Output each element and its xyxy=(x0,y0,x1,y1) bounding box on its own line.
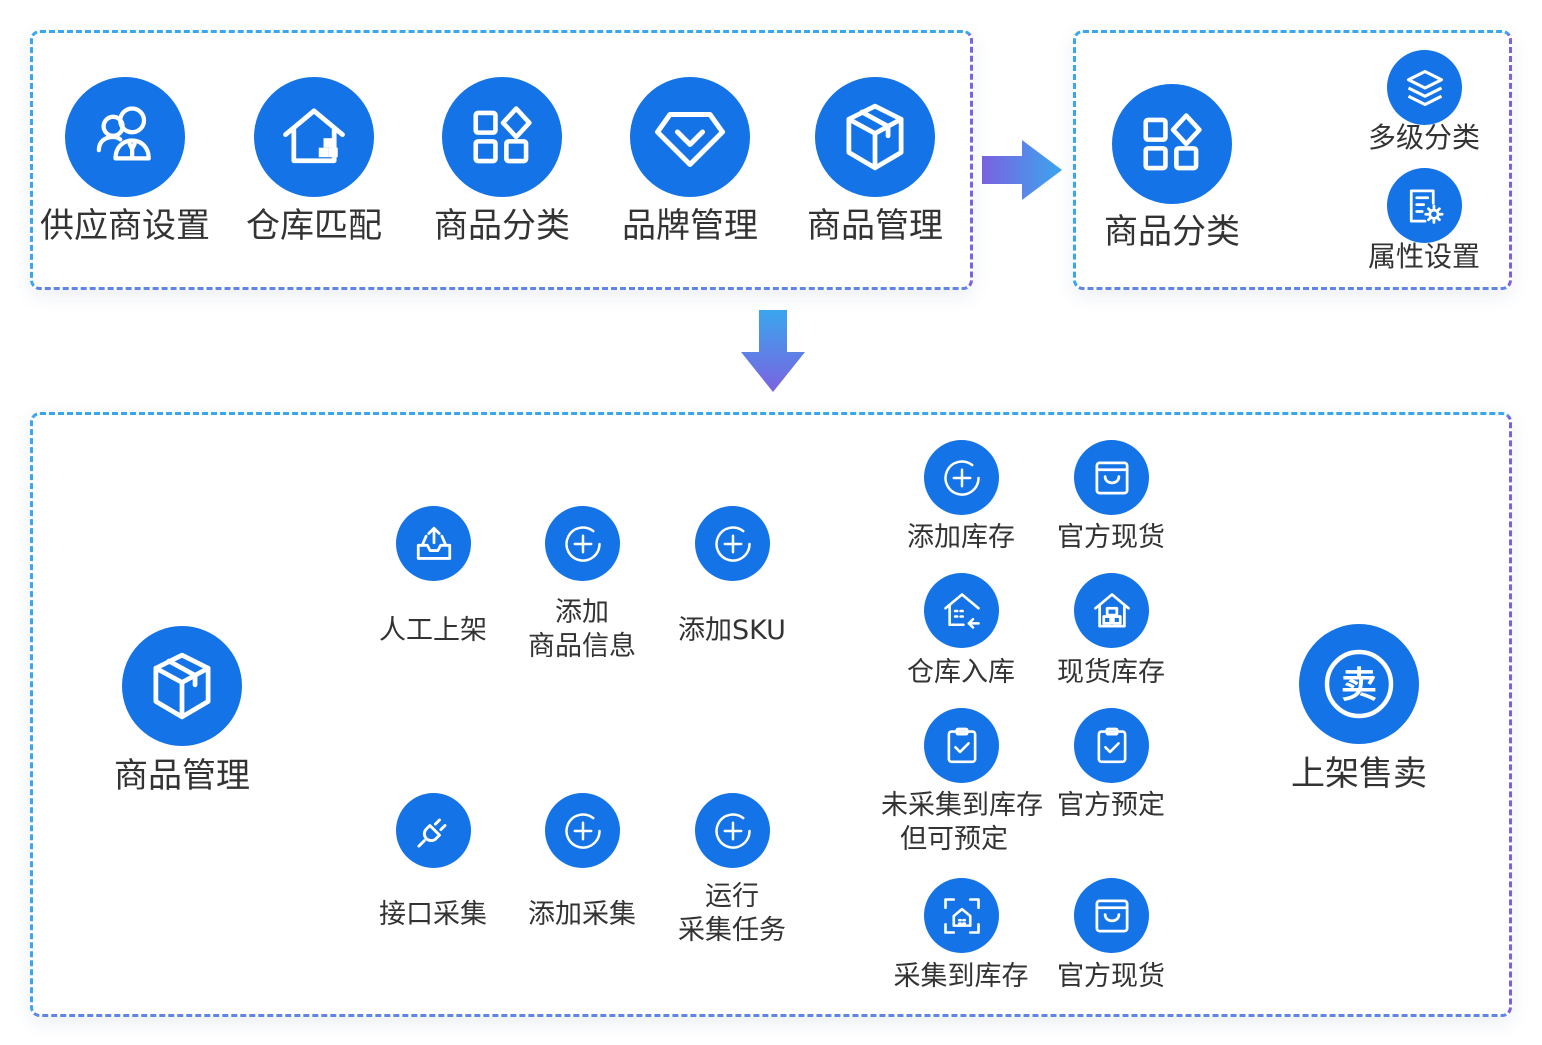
add-goods-info-line-1: 添加 xyxy=(555,597,609,628)
category-grid-icon xyxy=(1143,113,1202,171)
warehouse-icon xyxy=(283,108,345,164)
category-grid-icon xyxy=(473,106,532,164)
official-spot-label-2: 官方现货 xyxy=(1057,961,1165,992)
add-sku-node[interactable] xyxy=(695,506,770,581)
category-root-node[interactable] xyxy=(1112,84,1232,204)
official-spot-node-1[interactable] xyxy=(1074,440,1149,515)
add-collect-label: 添加采集 xyxy=(528,899,636,930)
box-icon xyxy=(846,103,904,171)
warehouse-inbound-label: 仓库入库 xyxy=(907,657,1015,688)
run-collect-task-line-2: 采集任务 xyxy=(678,915,786,946)
category-node[interactable] xyxy=(442,77,562,197)
shopping-bag-icon xyxy=(1095,899,1128,932)
warehouse-match-node[interactable] xyxy=(254,77,374,197)
run-collect-task-line-1: 运行 xyxy=(705,881,759,912)
brand-node[interactable] xyxy=(630,77,750,197)
category-label: 商品分类 xyxy=(434,206,570,246)
plus-circle-icon xyxy=(714,525,751,562)
clipboard-check-icon xyxy=(1097,727,1126,763)
goods-flow-panel xyxy=(30,412,1512,1017)
category-root-label: 商品分类 xyxy=(1104,212,1240,252)
add-goods-info-node[interactable] xyxy=(545,506,620,581)
shopping-bag-icon xyxy=(1095,461,1128,494)
list-for-sale-label: 上架售卖 xyxy=(1291,754,1427,794)
run-collect-task-node[interactable] xyxy=(695,793,770,868)
manual-listing-label: 人工上架 xyxy=(379,615,487,646)
warehouse-match-label: 仓库匹配 xyxy=(246,206,382,246)
multilevel-category-node[interactable] xyxy=(1387,50,1462,125)
preorder-source-label: 未采集到库存 但可预定 xyxy=(862,789,1062,857)
goods-node-top[interactable] xyxy=(815,77,935,197)
spot-stock-node[interactable] xyxy=(1074,573,1149,648)
plus-circle-icon xyxy=(943,459,980,496)
clipboard-check-icon xyxy=(947,727,976,763)
sell-badge-glyph: 卖 xyxy=(1341,665,1377,706)
supplier-settings-node[interactable] xyxy=(65,77,185,197)
manual-listing-node[interactable] xyxy=(396,506,471,581)
plus-circle-icon xyxy=(564,812,601,849)
add-stock-label: 添加库存 xyxy=(907,522,1015,553)
settings-document-icon xyxy=(1409,189,1444,224)
goods-root-label: 商品管理 xyxy=(114,756,250,796)
home-goods-icon xyxy=(1093,592,1130,627)
spot-stock-label: 现货库存 xyxy=(1057,657,1165,688)
warehouse-inbound-icon xyxy=(943,592,980,629)
list-for-sale-node[interactable]: 卖 xyxy=(1299,624,1419,744)
inbox-upload-icon xyxy=(416,526,451,560)
scan-building-icon xyxy=(943,897,980,934)
warehouse-inbound-node[interactable] xyxy=(924,573,999,648)
collected-stock-node[interactable] xyxy=(924,878,999,953)
attribute-settings-node[interactable] xyxy=(1387,168,1462,243)
add-stock-node[interactable] xyxy=(924,440,999,515)
sell-badge-icon: 卖 xyxy=(1324,649,1394,719)
supplier-settings-label: 供应商设置 xyxy=(40,206,210,246)
add-collect-node[interactable] xyxy=(545,793,620,868)
preorder-source-line-1: 未采集到库存 xyxy=(881,790,1043,821)
goods-root-node[interactable] xyxy=(122,626,242,746)
collected-stock-label: 采集到库存 xyxy=(893,961,1029,992)
box-icon xyxy=(153,652,211,720)
plus-circle-icon xyxy=(714,812,751,849)
add-goods-info-label: 添加 商品信息 xyxy=(512,596,652,664)
api-collect-node[interactable] xyxy=(396,793,471,868)
brand-label: 品牌管理 xyxy=(622,206,758,246)
official-spot-node-2[interactable] xyxy=(1074,878,1149,953)
diamond-icon xyxy=(655,112,725,167)
layers-icon xyxy=(1406,69,1443,106)
api-collect-label: 接口采集 xyxy=(379,899,487,930)
official-spot-label-1: 官方现货 xyxy=(1057,522,1165,553)
add-sku-label: 添加SKU xyxy=(678,615,786,646)
goods-label-top: 商品管理 xyxy=(807,206,943,246)
official-preorder-node[interactable] xyxy=(1074,708,1149,783)
attribute-settings-label: 属性设置 xyxy=(1367,240,1480,273)
multilevel-category-label: 多级分类 xyxy=(1367,121,1480,154)
preorder-source-node[interactable] xyxy=(924,708,999,783)
official-preorder-label: 官方预定 xyxy=(1057,790,1165,821)
add-goods-info-line-2: 商品信息 xyxy=(528,631,636,662)
preorder-source-line-2: 但可预定 xyxy=(900,824,1008,855)
plus-circle-icon xyxy=(564,525,601,562)
plug-icon xyxy=(416,818,446,848)
run-collect-task-label: 运行 采集任务 xyxy=(662,880,802,948)
users-icon xyxy=(96,106,151,161)
